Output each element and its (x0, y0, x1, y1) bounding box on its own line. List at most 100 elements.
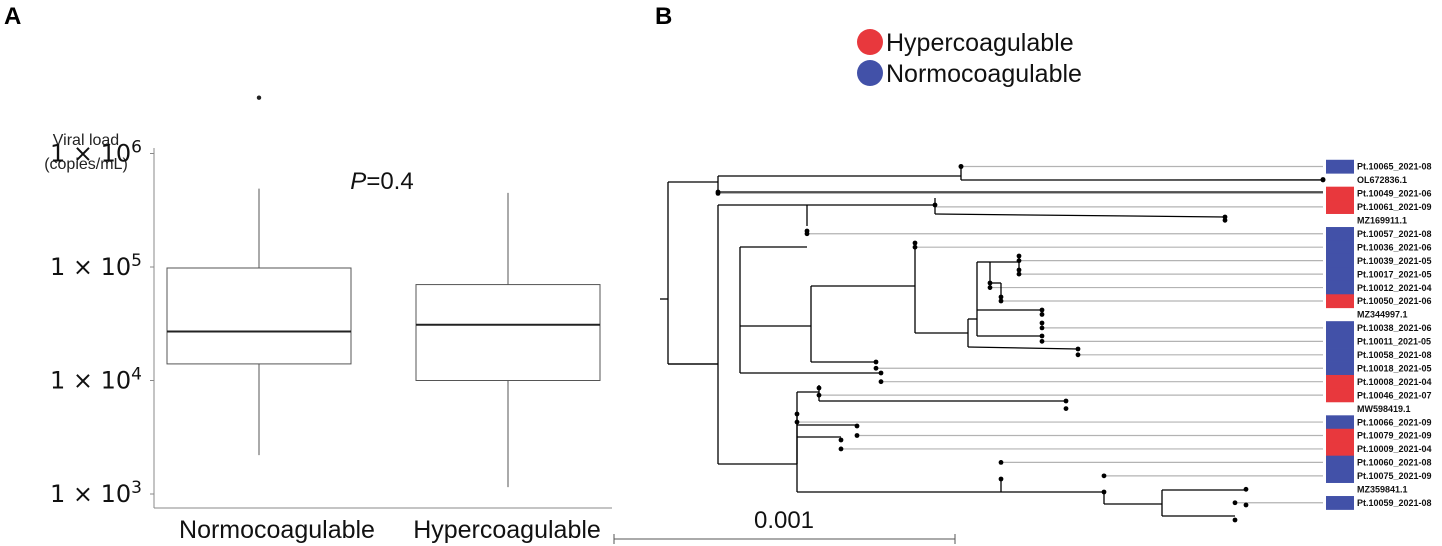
y-tick-exponent: 6 (131, 138, 142, 158)
leaf-group-color (1326, 455, 1354, 470)
y-tick-base: 1 × 10 (50, 480, 131, 508)
leaf-group-color (1326, 227, 1354, 241)
leaf-group-color (1326, 348, 1354, 362)
y-tick-label: 1 × 105 (50, 251, 142, 281)
tree-node (1232, 517, 1238, 523)
leaf-group-color (1326, 253, 1354, 268)
tree-node (854, 423, 860, 429)
tree-node (838, 437, 844, 443)
tree-node (932, 202, 938, 208)
tree-node (1016, 258, 1022, 264)
leaf-label: MZ359841.1 (1357, 485, 1408, 495)
tree-node (794, 411, 800, 417)
leaf-group-color (1326, 428, 1354, 443)
panel-b-letter: B (655, 3, 672, 30)
leaf-group-color (1326, 186, 1354, 201)
leaf-label: Pt.10057_2021-08 (1357, 229, 1432, 239)
tree-node (1039, 320, 1045, 326)
tree-node (998, 298, 1004, 304)
leaf-label: Pt.10038_2021-06 (1357, 323, 1432, 333)
tree-node (1243, 502, 1249, 508)
tree-node (1016, 253, 1022, 259)
tree-node (1101, 489, 1107, 495)
tree-node (715, 189, 721, 195)
y-tick-label: 1 × 104 (50, 365, 142, 395)
tree-node (878, 370, 884, 376)
leaf-label: MW598419.1 (1357, 404, 1411, 414)
tree-node (1075, 346, 1081, 352)
leaf-label: OL672836.1 (1357, 175, 1407, 185)
phylogenetic-tree (660, 164, 1326, 523)
leaf-group-color (1326, 200, 1354, 214)
tree-node (1039, 325, 1045, 331)
leaf-group-color (1326, 469, 1354, 483)
tree-node (838, 446, 844, 452)
tree-node (794, 419, 800, 425)
leaf-label: Pt.10059_2021-08 (1357, 498, 1432, 508)
tree-node (912, 244, 918, 250)
leaf-label: Pt.10079_2021-09 (1357, 431, 1432, 441)
tree-node (1039, 338, 1045, 344)
leaf-label: Pt.10036_2021-06 (1357, 242, 1432, 252)
legend-label: Normocoagulable (886, 60, 1082, 88)
leaf-label: Pt.10011_2021-05 (1357, 337, 1431, 347)
leaf-label: Pt.10060_2021-08 (1357, 458, 1432, 468)
y-tick-base: 1 × 10 (50, 140, 131, 168)
box-normocoagulable (166, 95, 352, 456)
legend-swatch (857, 29, 883, 55)
tree-node (998, 460, 1004, 465)
leaf-label: Pt.10065_2021-08 (1357, 162, 1432, 172)
outlier-point (256, 95, 262, 100)
tree-node (1222, 217, 1228, 223)
tree-node (1075, 352, 1081, 358)
leaf-group-color (1326, 280, 1354, 295)
leaf-group-color (1326, 294, 1354, 309)
tree-node (1320, 177, 1326, 182)
leaf-label: MZ344997.1 (1357, 310, 1408, 320)
leaf-label: Pt.10012_2021-04 (1357, 283, 1432, 293)
tree-node (1222, 214, 1228, 220)
leaf-label: Pt.10017_2021-05 (1357, 269, 1432, 279)
tree-node (816, 385, 822, 391)
category-label: Normocoagulable (179, 516, 375, 544)
tree-node (912, 240, 918, 246)
leaf-group-color (1326, 334, 1354, 349)
tree-node (998, 294, 1004, 300)
panel-a-letter: A (4, 3, 21, 30)
tree-node (873, 359, 879, 365)
tree-node (998, 476, 1004, 482)
leaf-group-color (1326, 442, 1354, 457)
tree-node (1232, 500, 1238, 506)
leaf-label: Pt.10046_2021-07 (1357, 390, 1432, 400)
scale-bar-label: 0.001 (754, 507, 814, 534)
tree-node (816, 392, 822, 398)
y-axis-title-line2: (copies/mL) (44, 156, 128, 173)
p-value-italic: P (350, 168, 366, 195)
tree-node (854, 433, 860, 438)
leaf-group-color (1326, 388, 1354, 403)
leaf-group-color (1326, 159, 1354, 174)
leaf-label: MZ169911.1 (1357, 216, 1407, 226)
tree-branch (934, 213, 1226, 218)
y-tick-label: 1 × 103 (50, 478, 142, 508)
leaf-label: Pt.10018_2021-05 (1357, 363, 1432, 373)
leaf-group-color (1326, 374, 1354, 389)
tree-node (1063, 398, 1069, 404)
tree-node (987, 285, 993, 290)
leaf-group-color (1326, 496, 1354, 510)
tree-node (1016, 271, 1022, 277)
leaf-label: Pt.10061_2021-09 (1357, 202, 1432, 212)
tree-node (1016, 267, 1022, 273)
leaf-label: Pt.10039_2021-05 (1357, 256, 1432, 266)
y-tick-exponent: 5 (131, 251, 142, 271)
leaf-group-color (1326, 361, 1354, 376)
legend-swatch (857, 60, 883, 86)
leaf-label: Pt.10050_2021-06 (1357, 296, 1432, 306)
tree-node (1101, 473, 1107, 479)
